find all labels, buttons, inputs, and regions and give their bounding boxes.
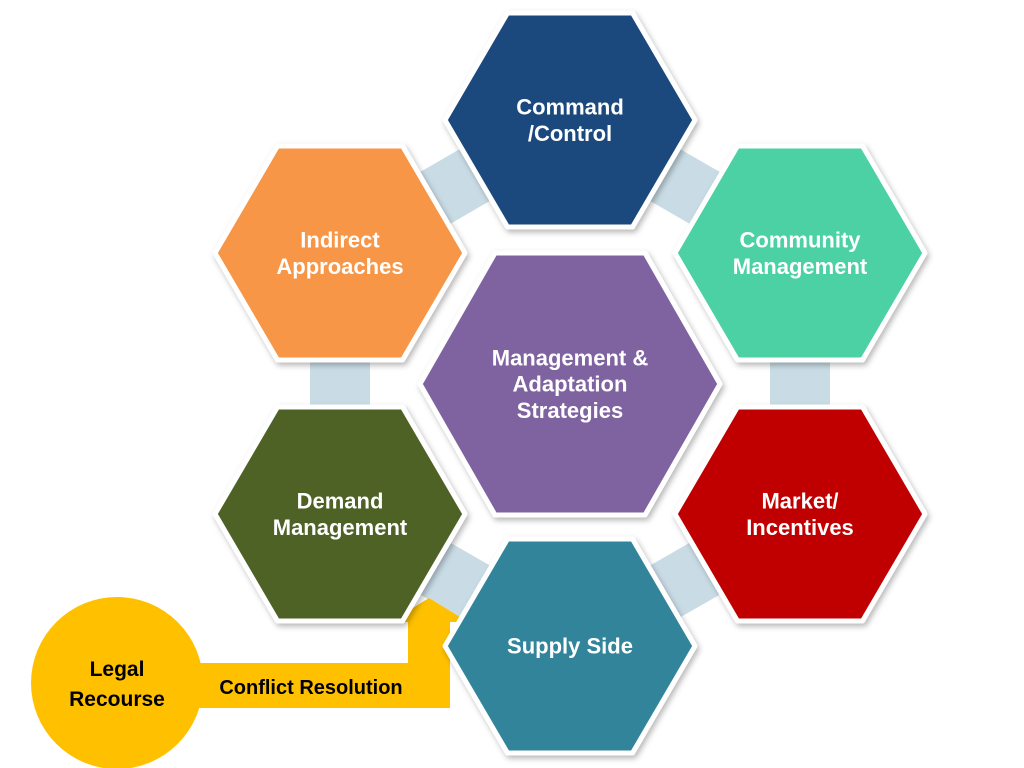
hexagon-shape — [442, 536, 698, 756]
hex-label: Management & — [492, 345, 649, 370]
hexagon-shape — [212, 404, 468, 624]
legal-recourse-label: Legal — [90, 658, 145, 681]
hex-command-control: Command/Control — [442, 10, 698, 230]
hexagon-layer: Command/ControlCommunityManagementMarket… — [212, 10, 928, 756]
hex-market-incentives: Market/Incentives — [672, 404, 928, 624]
hex-label: Adaptation — [513, 372, 628, 397]
hex-label: Strategies — [517, 398, 623, 423]
hex-label: Incentives — [746, 515, 854, 540]
hexagon-shape — [672, 143, 928, 363]
hexagon-shape — [417, 250, 723, 518]
hex-label: Community — [740, 228, 862, 253]
hexagon-shape — [442, 10, 698, 230]
hex-label: Management — [273, 515, 408, 540]
hex-label: Indirect — [300, 228, 380, 253]
hex-label: Command — [516, 95, 624, 120]
hex-label: Demand — [297, 489, 384, 514]
conflict-resolution-label: Conflict Resolution — [219, 677, 402, 699]
hexagon-shape — [672, 404, 928, 624]
hexagon-shape — [212, 143, 468, 363]
hex-label: /Control — [528, 121, 612, 146]
hex-label: Supply Side — [507, 634, 633, 659]
conflict-resolution-arrow-layer — [180, 598, 468, 708]
conflict-resolution-arrow — [180, 598, 468, 708]
hex-label: Market/ — [761, 489, 838, 514]
legal-recourse-shape — [31, 597, 203, 768]
hex-label: Management — [733, 254, 868, 279]
legal-recourse-label: Recourse — [69, 688, 165, 711]
hex-supply-side: Supply Side — [442, 536, 698, 756]
hex-label: Approaches — [276, 254, 403, 279]
